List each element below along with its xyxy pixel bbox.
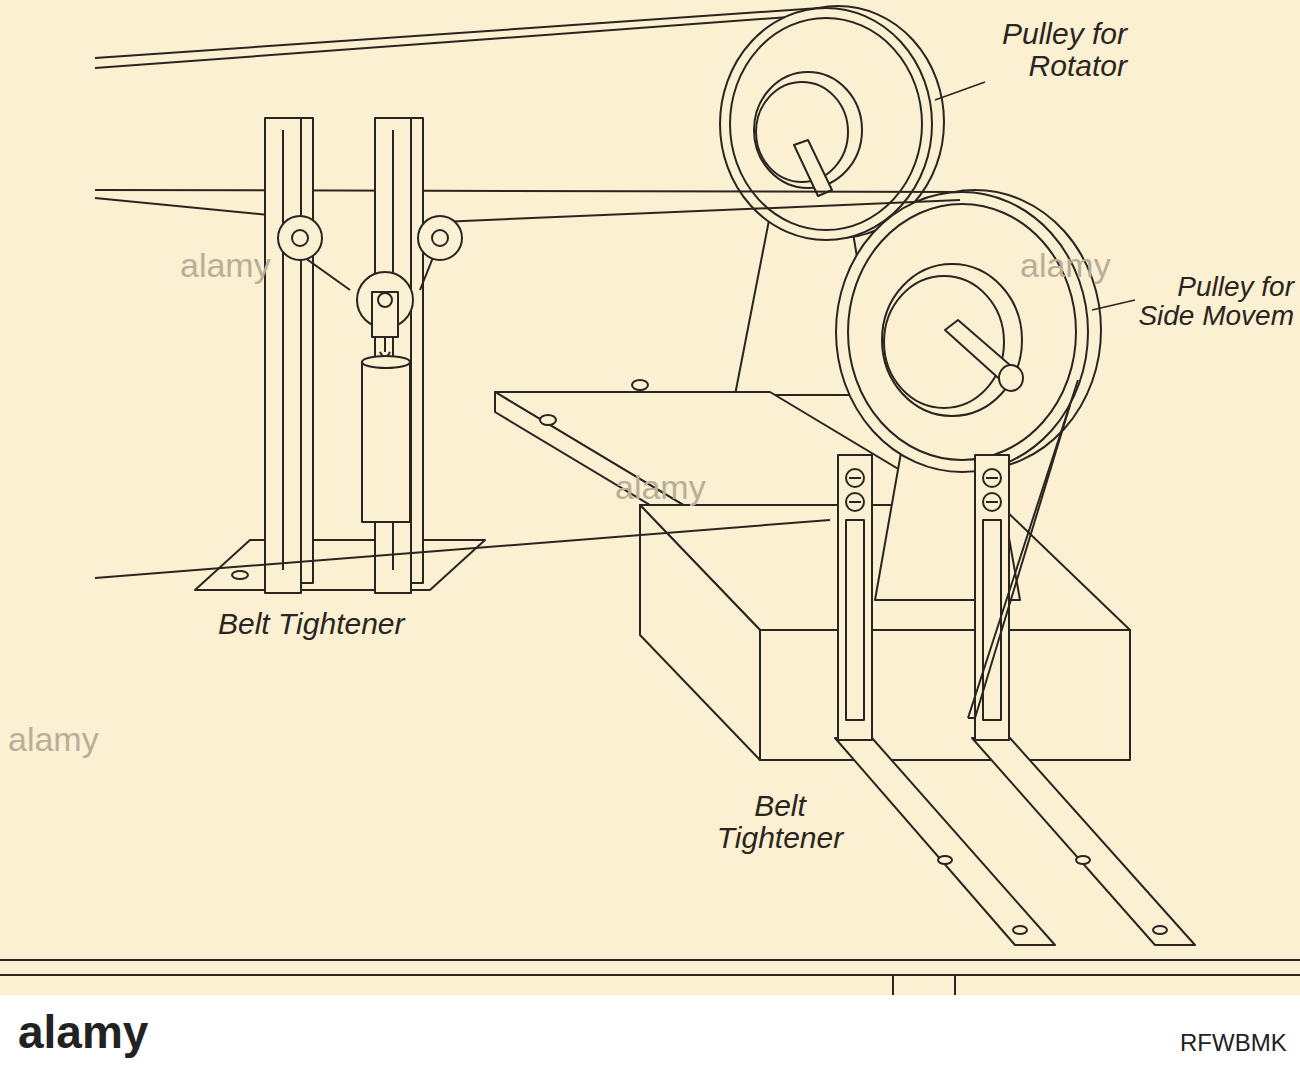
rotator-hub-face (756, 82, 848, 182)
post-slot (983, 520, 1001, 720)
watermark-logo: alamy (18, 1008, 148, 1056)
belt (95, 190, 960, 192)
belt (968, 380, 1078, 718)
part-label: Pulley for Rotator (962, 18, 1127, 81)
screw (983, 493, 1001, 511)
screw-slot (849, 477, 861, 479)
belt (968, 717, 975, 719)
screw-slot (986, 477, 998, 479)
watermark: alamy (1020, 248, 1111, 284)
tightener-post-side (411, 118, 423, 583)
block-side (640, 505, 760, 760)
side-pulley-groove (848, 204, 1076, 460)
tightener-base (195, 540, 485, 590)
table-leg (954, 975, 956, 995)
side-hub (882, 264, 1022, 416)
footer-bar (0, 995, 1300, 1078)
screw (983, 469, 1001, 487)
hook (380, 337, 390, 357)
pulley-block (372, 292, 398, 337)
screw-hole (232, 571, 248, 579)
table-edge (0, 974, 1300, 976)
side-hub-face (884, 276, 1004, 408)
idler-axle (432, 230, 448, 246)
screw-hole (1076, 856, 1090, 864)
idler-axle (292, 230, 308, 246)
screw-hole (1153, 926, 1167, 934)
tightener-post (975, 455, 1009, 740)
block-front (760, 630, 1130, 760)
image-id: RFWBMK (1180, 1030, 1287, 1055)
idler-pulley (278, 216, 322, 260)
screw (846, 493, 864, 511)
belt (95, 520, 830, 578)
rotator-shaft (794, 140, 832, 196)
screw-slot (986, 501, 998, 503)
screw-hole (938, 856, 952, 864)
tightener-foot (972, 738, 1195, 945)
post-slot (282, 130, 284, 570)
part-label: Pulley for Side Movem (1128, 272, 1294, 331)
leader-line (935, 82, 985, 100)
part-label: Belt Tightener (218, 608, 405, 640)
shaft-end (999, 365, 1023, 391)
pulley-axle (378, 293, 392, 307)
idler-pulley (418, 216, 462, 260)
screw-hole (1013, 926, 1027, 934)
screw-slot (849, 501, 861, 503)
weight-top (362, 356, 410, 368)
rotator-pulley-groove (730, 18, 922, 230)
belt (440, 200, 960, 222)
watermark: alamy (180, 248, 271, 284)
leader-line (1092, 300, 1135, 310)
screw-hole (540, 415, 556, 425)
belt (95, 14, 830, 68)
screw (846, 469, 864, 487)
tightener-post-side (301, 118, 313, 583)
weight (362, 362, 410, 522)
watermark: alamy (8, 722, 99, 758)
tightener-post (265, 118, 301, 593)
belt (95, 8, 820, 58)
belt (975, 405, 1070, 718)
part-label: Belt Tightener (700, 790, 860, 853)
tightener-post (838, 455, 872, 740)
post-slot (846, 520, 864, 720)
watermark: alamy (615, 470, 706, 506)
screw-hole (632, 380, 648, 390)
table-edge (0, 959, 1300, 961)
table-leg (892, 975, 894, 995)
side-pulley (836, 192, 1088, 472)
